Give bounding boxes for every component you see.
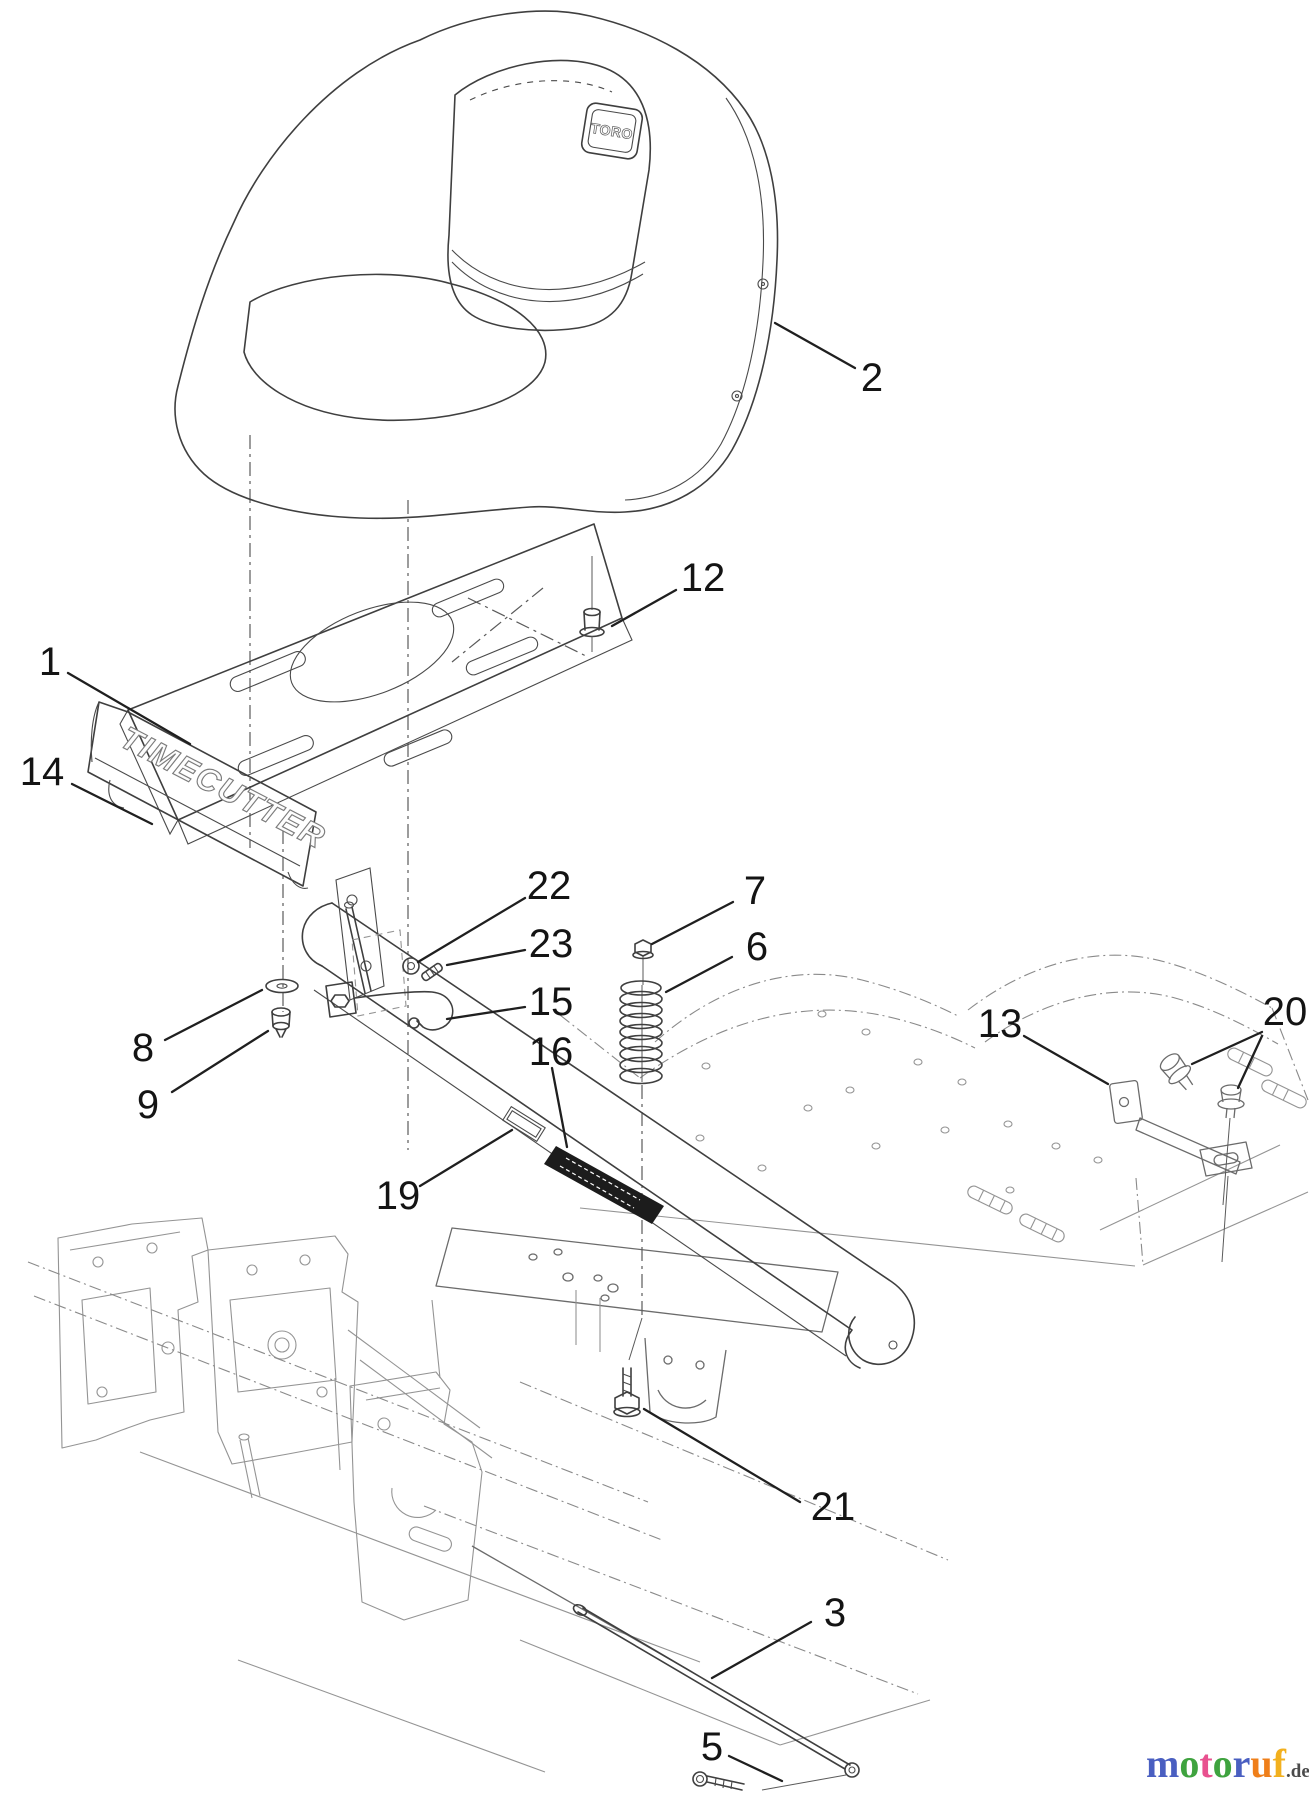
callout-15: 15 — [529, 980, 574, 1024]
seat-rivets — [731, 278, 769, 402]
arm-slot — [502, 1105, 546, 1143]
callout-leader-19 — [418, 1128, 514, 1188]
seat-plate — [119, 523, 633, 845]
nut-7 — [632, 939, 654, 960]
bracket-13 — [1109, 1079, 1253, 1263]
callout-8: 8 — [132, 1026, 154, 1070]
watermark-word: motoruf — [1146, 1741, 1286, 1786]
service-label — [544, 1146, 664, 1224]
screw-9 — [271, 1007, 291, 1038]
seat-support-arm — [301, 902, 916, 1369]
callout-5: 5 — [701, 1725, 723, 1769]
callout-19: 19 — [376, 1174, 421, 1218]
callout-leader-23 — [445, 948, 527, 967]
callout-leader-9 — [170, 1029, 270, 1094]
callout-13: 13 — [978, 1002, 1023, 1046]
callout-leader-1 — [66, 671, 192, 746]
cotter-pin-5 — [692, 1771, 745, 1791]
callout-16: 16 — [529, 1030, 574, 1074]
callout-leader-8 — [163, 988, 264, 1042]
callout-2: 2 — [861, 356, 883, 400]
bolt-20b — [1217, 1084, 1245, 1206]
frame-holes — [92, 1242, 328, 1398]
callout-1: 1 — [39, 640, 61, 684]
centerlines — [249, 435, 644, 1361]
watermark-letter: r — [1232, 1741, 1251, 1786]
callout-7: 7 — [744, 869, 766, 913]
seat: TORO — [174, 10, 779, 520]
callout-layer: 2 12 1 14 8 9 22 23 15 16 7 6 13 20 19 21 3 5 — [20, 321, 1308, 1783]
bolt-21 — [613, 1367, 641, 1418]
callout-leader-7 — [650, 900, 735, 946]
callout-leader-20 — [1190, 1030, 1264, 1066]
callout-leader-21 — [642, 1407, 802, 1504]
watermark-letter: o — [1212, 1741, 1233, 1786]
watermark-suffix: .de — [1286, 1761, 1309, 1782]
bolt-12 — [579, 607, 605, 652]
bolt-20a — [1159, 1053, 1194, 1091]
callout-20: 20 — [1263, 990, 1308, 1034]
callout-leader-20 — [1236, 1034, 1264, 1090]
watermark-letter: f — [1272, 1741, 1286, 1786]
callout-leader-22 — [416, 896, 527, 964]
callout-leader-15 — [445, 1005, 527, 1021]
callout-leader-13 — [1022, 1034, 1110, 1086]
seat-crossbar — [435, 1227, 839, 1424]
watermark: motoruf.de — [1146, 1744, 1309, 1784]
latch-hook-15 — [325, 981, 454, 1031]
callout-9: 9 — [137, 1083, 159, 1127]
callout-22: 22 — [527, 864, 572, 908]
callout-6: 6 — [746, 925, 768, 969]
callout-23: 23 — [529, 922, 574, 966]
callout-leader-5 — [727, 1754, 784, 1783]
frame-right — [435, 954, 1309, 1424]
callout-leader-14 — [70, 782, 154, 826]
spring-6 — [619, 980, 663, 1085]
panel-logo-text: TIMECUTTER — [115, 719, 332, 855]
rod-3 — [572, 1603, 860, 1791]
callout-14: 14 — [20, 750, 65, 794]
callout-3: 3 — [824, 1591, 846, 1635]
callout-leader-12 — [610, 588, 678, 628]
watermark-letter: t — [1199, 1741, 1213, 1786]
callout-leader-3 — [710, 1620, 813, 1680]
seat-badge: TORO — [580, 102, 644, 160]
callout-leader-16 — [550, 1066, 569, 1149]
hinge-assembly — [335, 867, 407, 1017]
callout-21: 21 — [811, 1485, 856, 1529]
spring-pin-23 — [421, 962, 443, 982]
frame-holes — [695, 1010, 1103, 1194]
watermark-letter: o — [1179, 1741, 1200, 1786]
watermark-letter: m — [1146, 1741, 1180, 1786]
washer-22 — [402, 957, 420, 975]
seat-badge-text: TORO — [590, 120, 634, 142]
callout-leader-6 — [664, 955, 734, 994]
watermark-letter: u — [1250, 1741, 1273, 1786]
callout-12: 12 — [681, 556, 726, 600]
washer-8 — [265, 978, 299, 994]
vent-slots — [967, 1047, 1307, 1243]
callout-leader-2 — [773, 321, 857, 370]
